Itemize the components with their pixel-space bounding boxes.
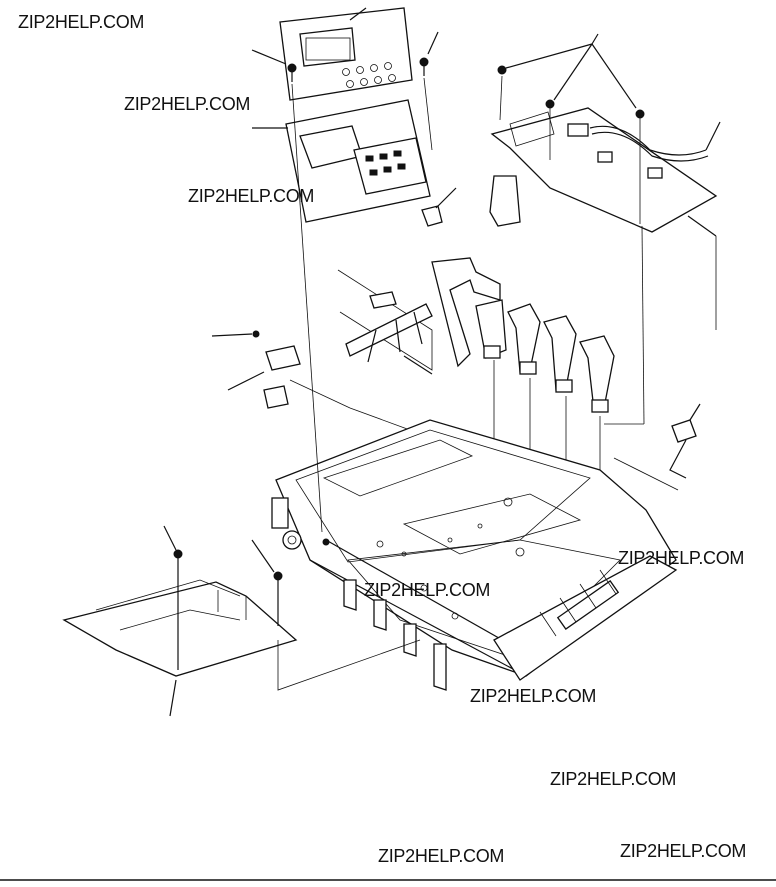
main-frame (271, 419, 678, 691)
watermark-text: ZIP2HELP.COM (188, 186, 315, 206)
operator-panel-cover (279, 7, 413, 101)
watermark-text: ZIP2HELP.COM (378, 846, 505, 866)
watermark-text: ZIP2HELP.COM (124, 94, 251, 114)
assembly-guide-lines (277, 75, 717, 691)
watermark-text: ZIP2HELP.COM (470, 686, 597, 706)
left-sensor-parts (211, 330, 411, 431)
watermark-text: ZIP2HELP.COM (18, 12, 145, 32)
panel-screw-left (251, 49, 297, 82)
watermark-text: ZIP2HELP.COM (618, 548, 745, 568)
watermark-text: ZIP2HELP.COM (550, 769, 677, 789)
flat-cables (431, 257, 615, 500)
watermark-text: ZIP2HELP.COM (620, 841, 747, 861)
bottom-cover-plate (62, 525, 298, 717)
control-board (489, 107, 721, 237)
operator-panel-board (252, 99, 457, 227)
right-sensor (613, 403, 701, 491)
watermark-text: ZIP2HELP.COM (364, 580, 491, 600)
panel-screw-right (419, 31, 439, 76)
board-screws (497, 33, 645, 119)
sensor-lever-assembly (337, 269, 433, 375)
